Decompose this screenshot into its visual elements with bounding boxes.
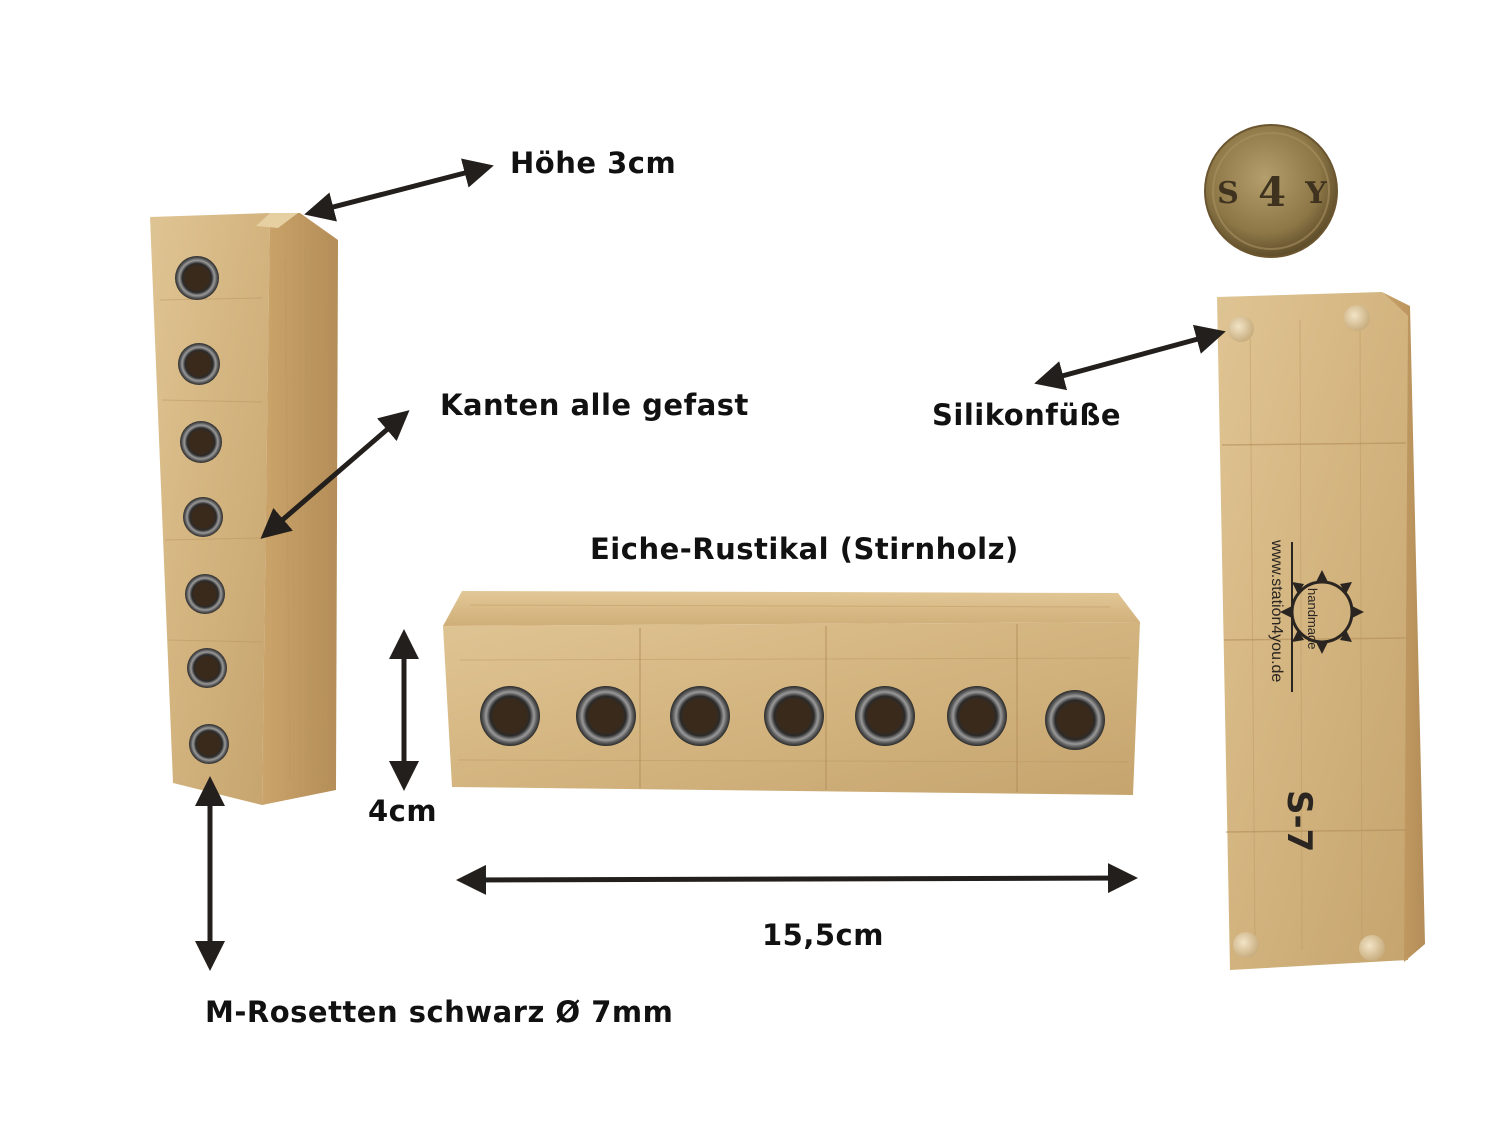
block-side-face (1382, 292, 1425, 962)
grommet (183, 497, 223, 537)
height-arrow (304, 158, 494, 222)
block-top-face (443, 591, 1140, 626)
dimension-arrows (195, 158, 1226, 971)
saw-blade-icon (1280, 542, 1364, 692)
grommet (855, 686, 915, 746)
model-number: S-7 (1279, 790, 1319, 852)
grommet (187, 648, 227, 688)
grommet (189, 724, 229, 764)
vertical-block (150, 213, 338, 805)
logo-digit-4: 4 (1258, 169, 1286, 216)
edges-label: Kanten alle gefast (440, 388, 749, 422)
handmade-label: handmade (1305, 588, 1320, 649)
feet-arrow (1034, 324, 1226, 391)
edges-arrow (260, 410, 410, 539)
grommet (480, 686, 540, 746)
grommet (764, 686, 824, 746)
grommet-column (175, 256, 229, 764)
wood-grain (457, 604, 1131, 763)
silicone-feet-label: Silikonfüße (932, 398, 1122, 432)
silicone-foot (1228, 316, 1254, 342)
block-side-face (262, 213, 338, 805)
length-label: 15,5cm (762, 918, 884, 952)
height-label: Höhe 3cm (510, 146, 677, 180)
grommet (1045, 690, 1105, 750)
grommet (178, 343, 220, 385)
bottom-view-block: www.station4you.de handmade S-7 (1217, 292, 1425, 970)
brand-url: www.station4you.de (1268, 539, 1285, 682)
silicone-foot (1359, 935, 1385, 961)
grommet (670, 686, 730, 746)
grommet (185, 574, 225, 614)
silicone-foot (1344, 305, 1370, 331)
grommet (175, 256, 219, 300)
block-bottom-face (1217, 292, 1408, 970)
logo-letter-y: Y (1304, 176, 1327, 211)
s4y-logo-coin: S 4 Y (1204, 124, 1338, 258)
grommet-row (480, 686, 1105, 750)
material-label: Eiche-Rustikal (Stirnholz) (590, 532, 1019, 566)
logo-letter-s: S (1217, 176, 1239, 211)
horizontal-block (443, 591, 1140, 795)
grommet (947, 686, 1007, 746)
rosettes-label: M-Rosetten schwarz Ø 7mm (205, 995, 674, 1029)
grommet (576, 686, 636, 746)
depth-label: 4cm (368, 794, 438, 828)
silicone-foot (1233, 932, 1259, 958)
length-arrow (456, 863, 1138, 895)
grommet (180, 421, 222, 463)
